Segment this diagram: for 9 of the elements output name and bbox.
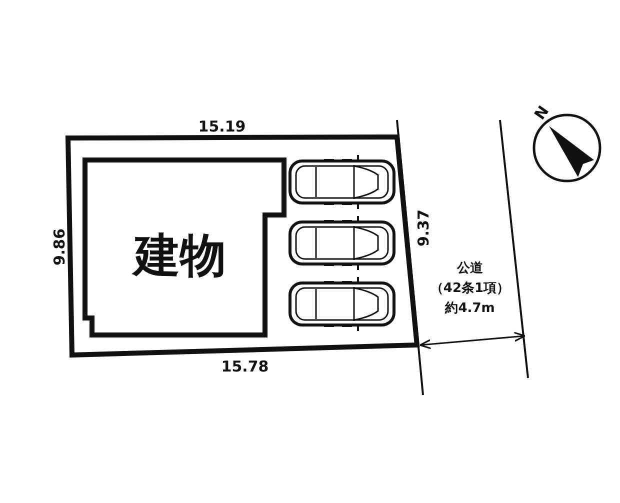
dimension-label: 9.86 bbox=[52, 228, 68, 266]
dimension-label: 15.78 bbox=[221, 360, 269, 374]
dimension-label: 9.37 bbox=[416, 210, 432, 246]
north-label: N bbox=[532, 104, 552, 122]
dimension-label: 15.19 bbox=[198, 120, 246, 134]
road-label: 公道 bbox=[457, 260, 483, 278]
building-label: 建物 bbox=[134, 232, 226, 278]
road-label: （42条1項） bbox=[430, 280, 510, 298]
road-label: 約4.7m bbox=[445, 300, 495, 318]
